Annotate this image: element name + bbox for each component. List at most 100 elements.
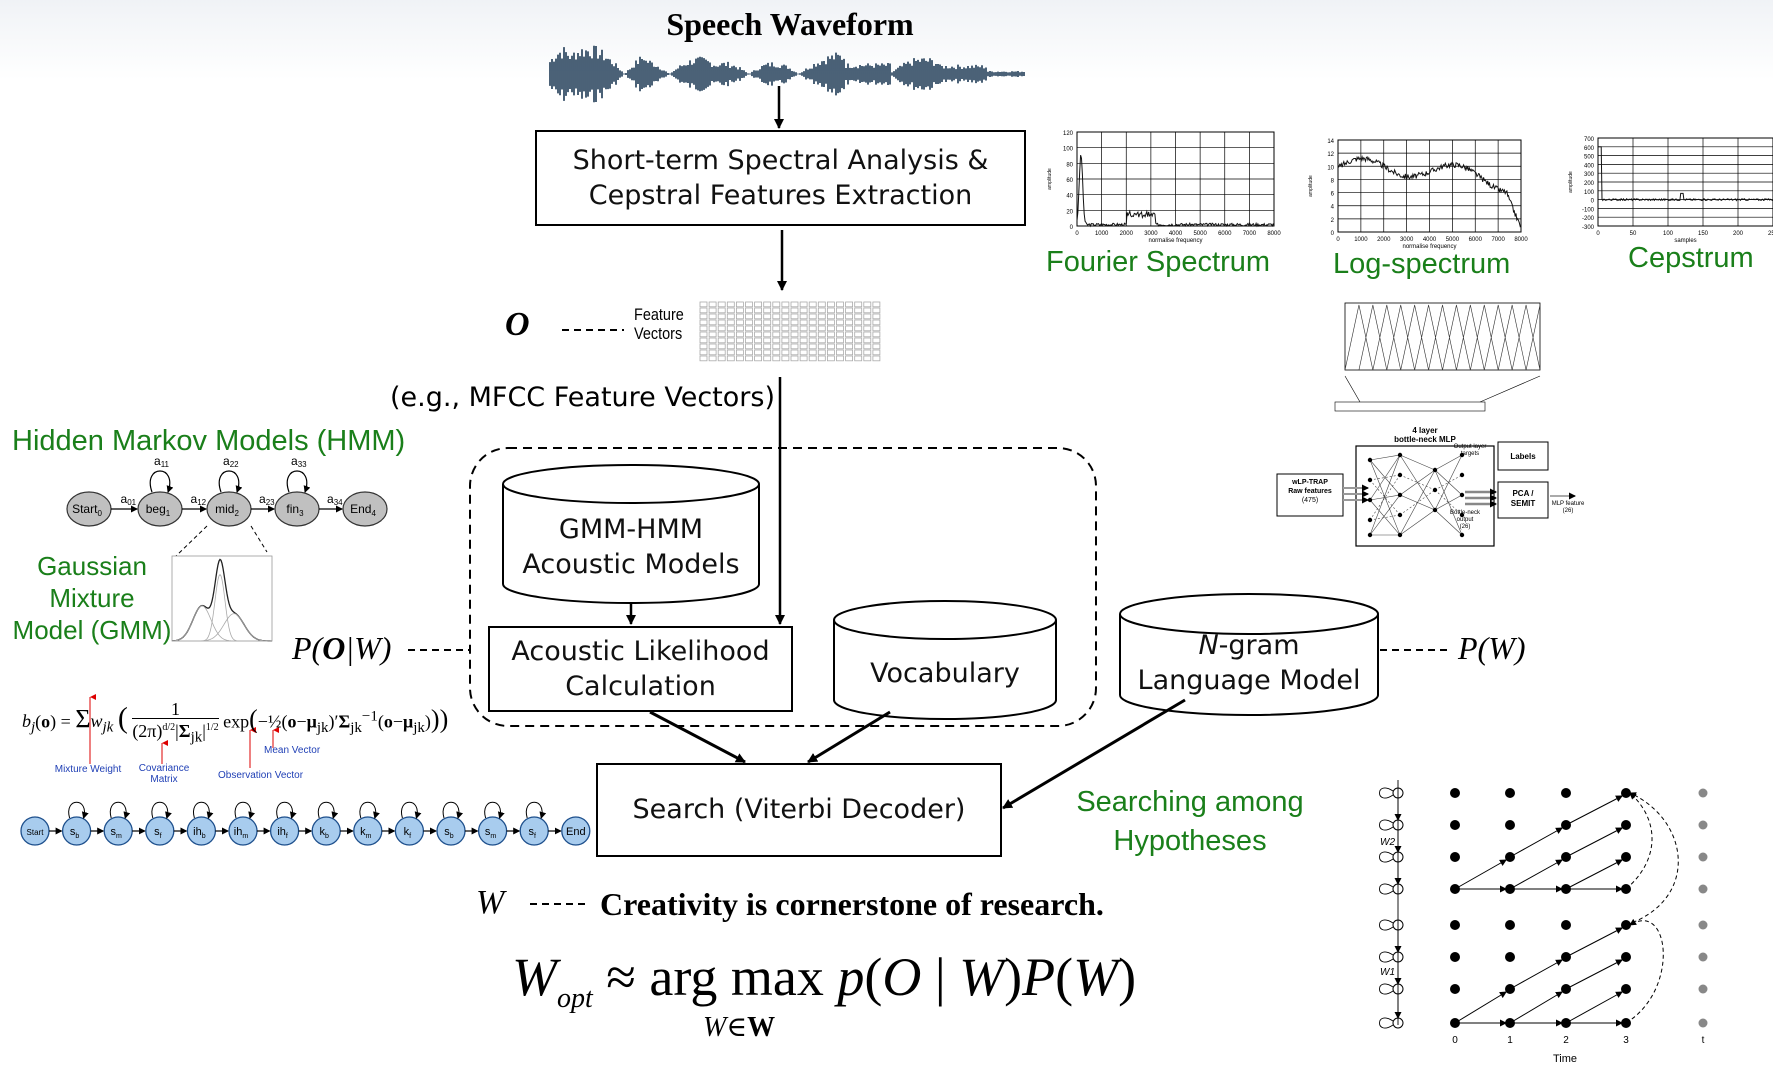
feature-vector-cell xyxy=(726,319,735,326)
plot-y-tick: 10 xyxy=(1327,165,1334,171)
feature-vector-cell xyxy=(854,319,863,326)
equation-subscript: W∈W xyxy=(703,1012,776,1043)
feature-vector-cell xyxy=(817,331,826,338)
feature-vector-cell xyxy=(790,325,799,332)
trellis-path-arrow xyxy=(1565,795,1623,826)
phone-self-loop xyxy=(442,801,464,819)
feature-vector-cell xyxy=(845,349,853,356)
feature-vector-cell xyxy=(845,343,853,350)
phone-state-label: sf xyxy=(154,826,162,840)
hmm-state-label: Start0 xyxy=(72,502,102,518)
feature-vector-cell xyxy=(772,337,781,344)
plot-y-tick: 100 xyxy=(1063,147,1074,153)
likelihood-line-1: Acoustic Likelihood xyxy=(511,635,770,667)
feature-vector-cell xyxy=(763,337,772,344)
ngram-n: N xyxy=(1198,630,1219,661)
feature-vector-cell xyxy=(699,307,708,314)
trellis-node xyxy=(1450,852,1460,862)
plot-y-tick: 100 xyxy=(1584,190,1595,196)
feature-vector-cell xyxy=(817,337,826,344)
feature-vector-cell xyxy=(808,331,817,338)
phone-state-node xyxy=(311,816,341,846)
gmm-hmm-line-2: Acoustic Models xyxy=(522,549,740,581)
hmm-title: Hidden Markov Models (HMM) xyxy=(12,425,406,457)
feature-vector-cell xyxy=(836,331,844,338)
feature-vector-cell xyxy=(708,331,717,338)
gmm-formula: bj(o) = Σwjk ( 1(2π)d/2|Σjk|1/2 exp(−½(o… xyxy=(22,699,449,746)
feature-vector-cell xyxy=(790,307,799,314)
feature-vector-cell xyxy=(754,301,762,308)
mlp-node xyxy=(1397,512,1403,518)
feature-vector-cell xyxy=(854,337,863,344)
feature-vector-cell xyxy=(699,313,708,320)
feature-vector-cell xyxy=(736,331,744,338)
feature-vector-cell xyxy=(736,343,744,350)
trellis-path-arrow xyxy=(1454,991,1507,1024)
gmm-curve-inset xyxy=(171,555,273,642)
logspectrum-label: Log-spectrum xyxy=(1333,248,1511,280)
mlp-node xyxy=(1459,452,1465,458)
gmm-zoom-line xyxy=(250,525,268,553)
plot-y-label: amplitude xyxy=(1308,175,1314,197)
feature-vector-cell xyxy=(827,337,835,344)
feature-vector-cell xyxy=(872,343,881,350)
trellis-node xyxy=(1698,788,1708,798)
feature-vector-cell xyxy=(772,349,781,356)
feature-vector-cell xyxy=(863,325,872,332)
gmm-hmm-cylinder xyxy=(502,464,760,604)
plot-y-tick: 60 xyxy=(1066,178,1073,184)
feature-vector-cell xyxy=(863,319,872,326)
mlp-node xyxy=(1397,472,1403,478)
feature-vector-cell xyxy=(854,301,863,308)
plot-y-tick: -200 xyxy=(1582,216,1595,222)
feature-vector-cell xyxy=(872,349,881,356)
feature-vector-cell xyxy=(763,307,772,314)
feature-vector-cell xyxy=(763,319,772,326)
feature-vector-cell xyxy=(845,319,853,326)
feature-vector-cell xyxy=(754,337,762,344)
feature-vector-cell xyxy=(699,343,708,350)
feature-vector-cell xyxy=(736,319,744,326)
hmm-transition-label: a12 xyxy=(191,492,207,507)
trellis-node xyxy=(1621,984,1631,994)
feature-vectors-label: Feature Vectors xyxy=(634,305,684,343)
mlp-edge xyxy=(1369,499,1401,536)
plot-x-tick: 2000 xyxy=(1377,237,1391,243)
gmm-line-3: Model (GMM) xyxy=(12,615,172,645)
feature-vector-cell xyxy=(863,349,872,356)
melbank-bar xyxy=(1334,401,1486,412)
recognized-sentence: Creativity is cornerstone of research. xyxy=(600,886,1104,922)
feature-vector-cell xyxy=(845,331,853,338)
feature-vector-cell xyxy=(863,301,872,308)
plot-y-tick: 300 xyxy=(1584,172,1595,178)
plot-x-tick: 2000 xyxy=(1120,231,1134,237)
feature-vector-cell xyxy=(736,337,744,344)
phone-state-label: km xyxy=(360,826,372,840)
mlp-node xyxy=(1432,467,1438,473)
feature-vector-cell xyxy=(790,301,799,308)
trellis-node xyxy=(1450,952,1460,962)
feature-vector-cell xyxy=(699,349,708,356)
phone-self-loop xyxy=(401,801,422,819)
trellis-loop xyxy=(1379,883,1394,895)
trellis-word-transition xyxy=(1625,918,1664,1024)
mlp-input-text: wLP-TRAP xyxy=(1291,479,1328,486)
feature-vector-cell xyxy=(854,355,863,362)
trellis-x-tick: 3 xyxy=(1623,1035,1629,1046)
feature-vector-cell xyxy=(836,337,844,344)
plot-x-tick: 3000 xyxy=(1400,237,1414,243)
plot-y-tick: 40 xyxy=(1066,194,1073,200)
phone-state-label: sm xyxy=(111,826,123,840)
feature-vector-cell xyxy=(836,325,844,332)
feature-vector-cell xyxy=(836,307,844,314)
melbank-line xyxy=(1479,375,1541,403)
spectral-analysis-box: Short-term Spectral Analysis &Cepstral F… xyxy=(535,130,1026,226)
plot-x-tick: 3000 xyxy=(1144,231,1158,237)
plot-y-tick: 2 xyxy=(1331,218,1335,224)
plot-x-tick: 8000 xyxy=(1514,237,1528,243)
plot-x-tick: 4000 xyxy=(1169,231,1183,237)
likelihood-line-2: Calculation xyxy=(565,671,716,702)
arrow-likelihood-to-search xyxy=(649,710,746,764)
plot-y-tick: -300 xyxy=(1582,225,1595,231)
mlp-node xyxy=(1367,517,1373,523)
